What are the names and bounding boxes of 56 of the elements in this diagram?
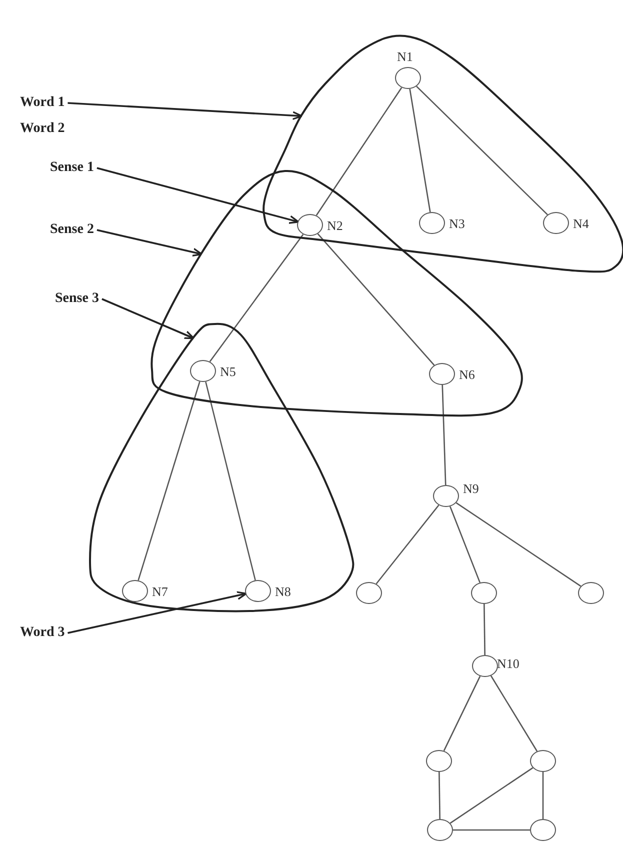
node-label: N1 — [397, 49, 413, 64]
connector-line — [138, 381, 200, 581]
node-label: N6 — [459, 367, 475, 382]
callout-label: Word 1 — [20, 95, 65, 111]
tree-node-circle — [433, 485, 459, 507]
connector-line — [416, 86, 548, 216]
tree-node-circle — [471, 582, 497, 604]
node-label: N4 — [573, 216, 589, 231]
tree-node-circle — [426, 750, 452, 772]
callout-label: Word 3 — [20, 625, 65, 641]
arrow — [102, 298, 195, 340]
callout-label: Sense 2 — [50, 222, 94, 238]
tree-node-circle — [356, 582, 382, 604]
tree-node-circle — [530, 819, 556, 841]
connector-line — [453, 829, 530, 831]
connector-line — [490, 675, 538, 752]
connector-line — [409, 88, 431, 212]
tree-node-circle — [190, 360, 216, 382]
connector-line — [317, 233, 435, 366]
connector-line — [542, 772, 544, 819]
arrow — [96, 229, 203, 256]
node-label: N5 — [220, 364, 236, 379]
connector-line — [438, 772, 440, 819]
node-label: N10 — [497, 656, 520, 671]
connector-line — [205, 382, 256, 580]
node-label: N2 — [327, 218, 343, 233]
arrow — [68, 102, 303, 120]
arrow — [68, 591, 248, 634]
tree-node-circle — [419, 212, 445, 234]
connector-line — [449, 506, 481, 583]
tree-node-circle — [245, 580, 271, 602]
connector-line — [442, 384, 446, 486]
node-label: N8 — [275, 584, 291, 599]
connector-line — [443, 676, 481, 752]
arrow — [96, 167, 300, 224]
tree-node-circle — [429, 363, 455, 385]
callout-label: Word 2 — [20, 121, 65, 137]
connector-line — [316, 87, 402, 216]
connector-line — [209, 234, 304, 362]
connector-line — [484, 604, 486, 655]
node-label: N9 — [463, 481, 479, 496]
tree-node-circle — [122, 580, 148, 602]
node-label: N7 — [152, 584, 168, 599]
tree-node-circle — [427, 819, 453, 841]
callout-label: Sense 1 — [50, 160, 94, 176]
connector-line — [376, 504, 440, 584]
tree-node-circle — [297, 214, 323, 236]
tree-node-circle — [395, 67, 421, 89]
connector-line — [450, 767, 534, 824]
tree-node-circle — [530, 750, 556, 772]
node-label: N3 — [449, 216, 465, 231]
tree-node-circle — [578, 582, 604, 604]
connector-line — [456, 502, 582, 587]
callout-label: Sense 3 — [55, 291, 99, 307]
tree-node-circle — [543, 212, 569, 234]
tree-node-circle — [472, 655, 498, 677]
